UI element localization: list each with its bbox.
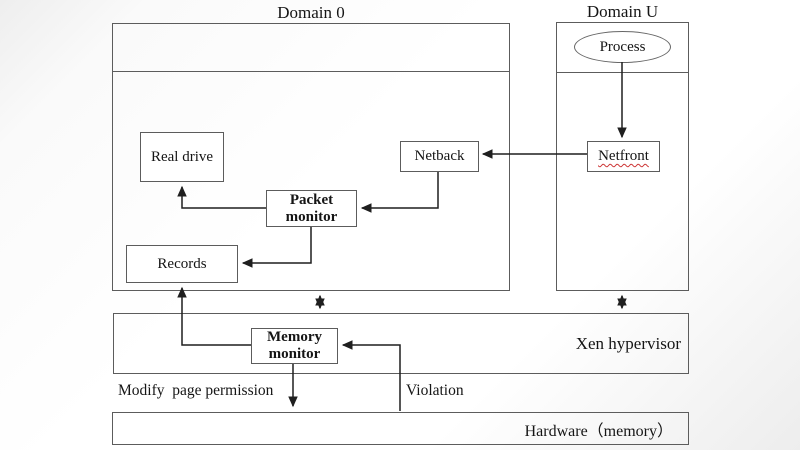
modify-page-permission-label: Modify page permission bbox=[118, 382, 274, 399]
real-drive-node: Real drive bbox=[140, 132, 224, 182]
netback-label: Netback bbox=[414, 148, 465, 164]
domain0-container bbox=[112, 23, 510, 291]
records-node: Records bbox=[126, 245, 238, 283]
domainU-divider-line bbox=[556, 72, 689, 73]
memory-monitor-label: Memory monitor bbox=[267, 329, 322, 362]
domainU-title: Domain U bbox=[586, 2, 659, 21]
xen-hypervisor-layer: Xen hypervisor bbox=[113, 313, 689, 374]
domain0-title: Domain 0 bbox=[277, 3, 345, 22]
process-label: Process bbox=[599, 38, 646, 55]
domain0-divider-line bbox=[112, 71, 510, 72]
netfront-node: Netfront bbox=[587, 141, 660, 172]
violation-label: Violation bbox=[406, 382, 464, 399]
hardware-layer: Hardware（memory） bbox=[112, 412, 689, 445]
packet-monitor-node: Packet monitor bbox=[266, 190, 357, 227]
xen-hypervisor-label: Xen hypervisor bbox=[575, 333, 681, 353]
packet-monitor-label: Packet monitor bbox=[285, 191, 338, 225]
process-node: Process bbox=[574, 31, 671, 63]
real-drive-label: Real drive bbox=[150, 148, 214, 165]
records-label: Records bbox=[157, 255, 207, 272]
hardware-label: Hardware（memory） bbox=[524, 422, 673, 440]
netfront-label: Netfront bbox=[598, 148, 649, 164]
domainU-container bbox=[556, 22, 689, 291]
memory-monitor-node: Memory monitor bbox=[251, 328, 338, 364]
netback-node: Netback bbox=[400, 141, 479, 172]
